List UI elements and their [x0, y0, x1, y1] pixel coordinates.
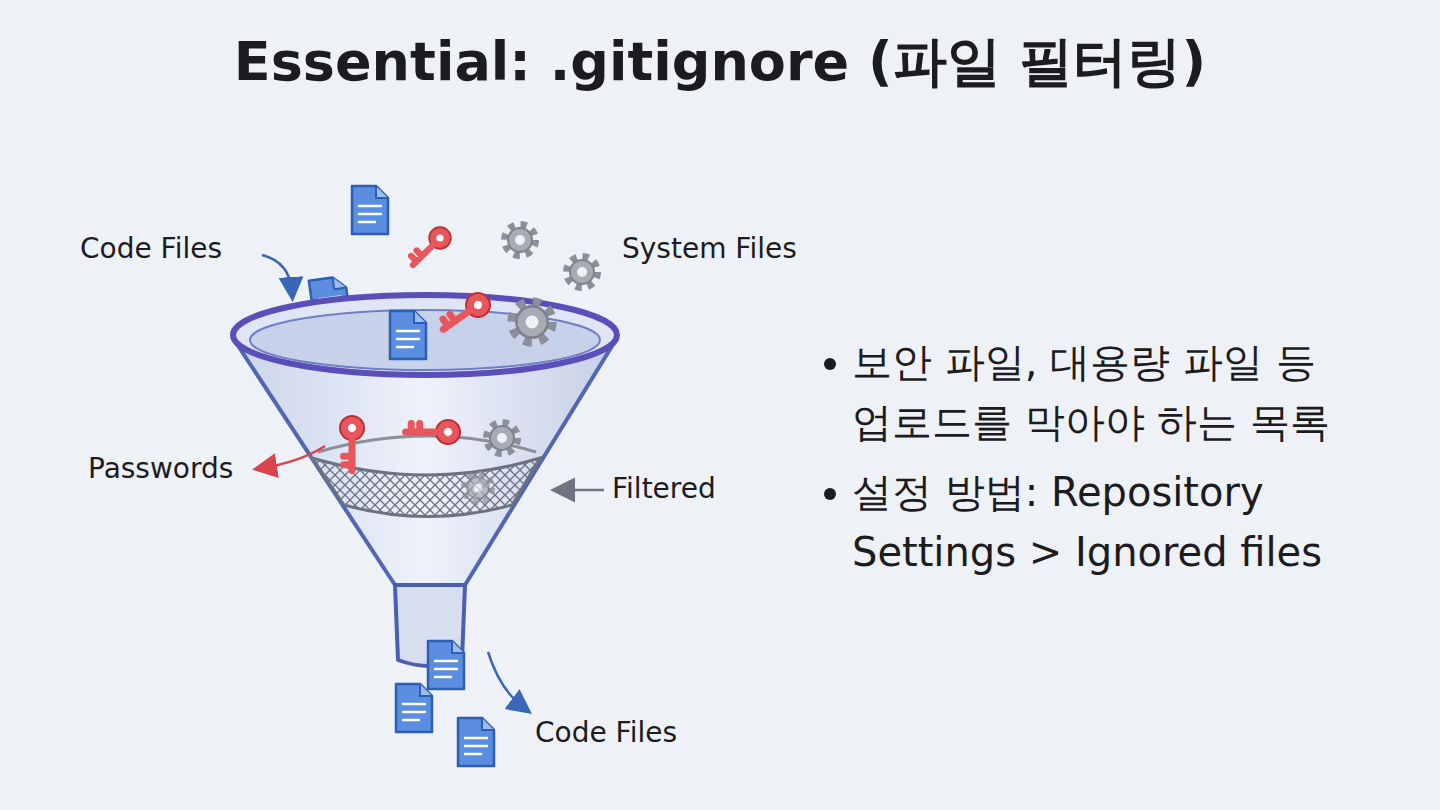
slide-title: Essential: .gitignore (파일 필터링)	[0, 30, 1440, 95]
blocked-label: Passwords	[88, 452, 233, 486]
bullet-text: 설정 방법: Repository Settings > Ignored fil…	[852, 462, 1332, 582]
input-label: Code Files	[80, 232, 222, 266]
input-label: System Files	[622, 232, 797, 266]
filter-label: Filtered	[612, 472, 716, 506]
output-label: Code Files	[535, 716, 677, 750]
bullet-text: 보안 파일, 대용량 파일 등 업로드를 막아야 하는 목록	[852, 332, 1332, 452]
